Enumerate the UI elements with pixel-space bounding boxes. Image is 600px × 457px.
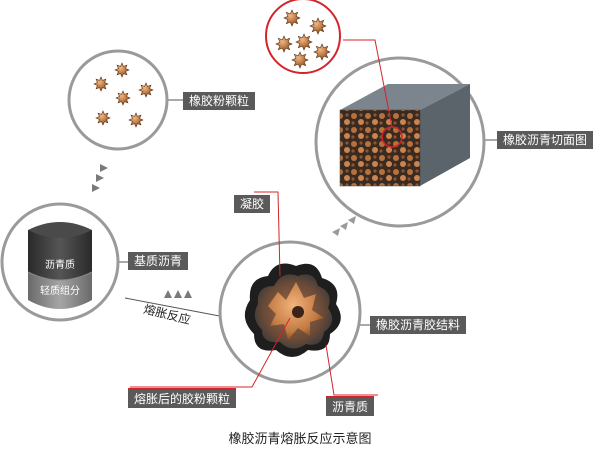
zoom-particle [313, 43, 331, 61]
rubber-particle [115, 90, 131, 106]
connector-swelling [124, 297, 231, 319]
gel-leader-line [254, 191, 281, 277]
swollen-particle-blob [244, 263, 341, 357]
zoom-particle [275, 35, 293, 53]
rubber-particle [93, 76, 109, 92]
zoom-particle [283, 9, 301, 27]
base-asphalt-tag: 基质沥青 [128, 252, 189, 270]
rubber-particle [128, 112, 144, 128]
rubber-powder-tag: 橡胶粉颗粒 [183, 92, 256, 110]
cross-section-block [339, 84, 470, 187]
zoom-particles [275, 9, 331, 69]
arrow-up-3 [332, 216, 356, 236]
asphaltene-layer-label: 沥青质 [45, 258, 75, 271]
zoom-particle [291, 51, 309, 69]
asphalt-cylinder [27, 222, 93, 309]
gel-tag: 凝胶 [234, 195, 271, 213]
asphaltene-leader-line [325, 344, 378, 396]
zoom-particle [295, 33, 313, 51]
swollen-particle-tag: 熔胀后的胶粉颗粒 [128, 388, 237, 408]
rubber-powder-particles [93, 62, 154, 128]
rubber-particle [138, 82, 154, 98]
zoom-particle [309, 17, 327, 35]
asphaltene-tag: 沥青质 [326, 396, 375, 416]
arrow-down-1 [92, 164, 108, 192]
rubber-particle [114, 62, 130, 78]
rubber-particle [95, 110, 111, 126]
rubber-powder-circle [67, 49, 169, 151]
zoom-leader-line [343, 39, 393, 128]
light-component-label: 轻质组分 [40, 284, 80, 297]
diagram-caption: 橡胶沥青熔胀反应示意图 [228, 432, 372, 447]
cross-section-tag: 橡胶沥青切面图 [497, 131, 594, 149]
swollen-particle-leader-line [130, 317, 291, 388]
arrow-right-swelling [164, 290, 192, 298]
binder-tag: 橡胶沥青胶结料 [370, 316, 467, 334]
